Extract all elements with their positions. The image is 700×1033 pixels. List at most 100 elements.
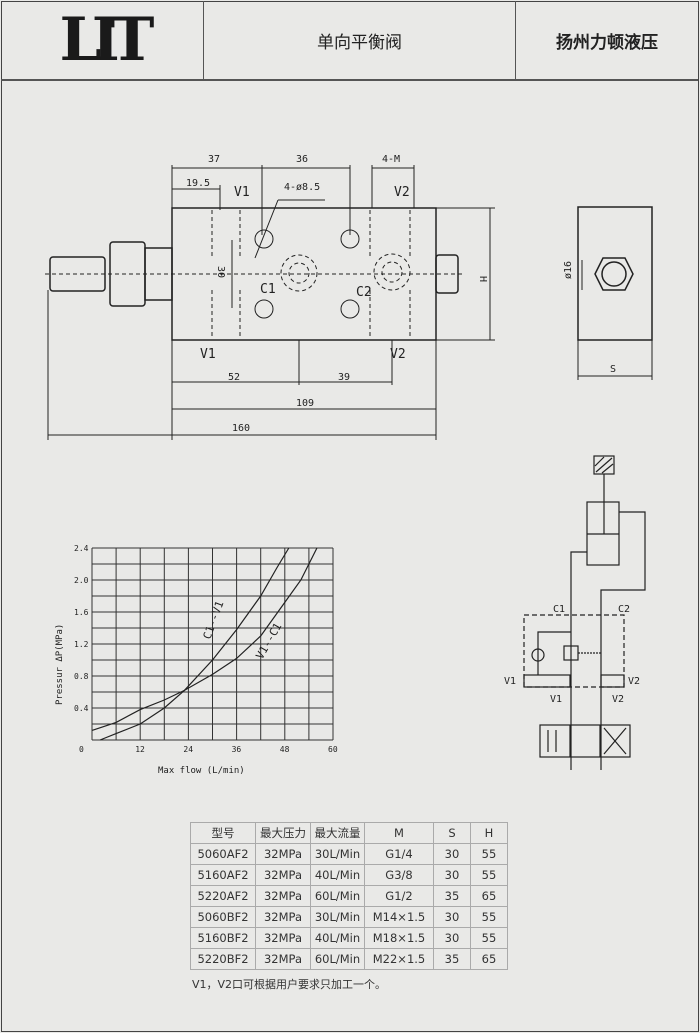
- table-cell: 32MPa: [255, 843, 311, 865]
- title-cell: 单向平衡阀: [204, 1, 516, 79]
- y-tick-label: 1.6: [74, 608, 89, 617]
- table-cell: 32MPa: [255, 885, 311, 907]
- table-cell: 30: [433, 906, 471, 928]
- table-cell: G3/8: [364, 864, 434, 886]
- table-cell: 55: [470, 864, 508, 886]
- y-tick-label: 2.0: [74, 576, 89, 585]
- table-cell: 5060BF2: [190, 906, 256, 928]
- table-cell: M18×1.5: [364, 927, 434, 949]
- table-cell: 60L/Min: [310, 948, 365, 970]
- dim-36: 36: [296, 154, 308, 165]
- schematic-v2-right: V2: [628, 676, 640, 687]
- dim-160: 160: [232, 423, 250, 434]
- dim-s: S: [610, 364, 616, 375]
- table-cell: 55: [470, 927, 508, 949]
- table-cell: 35: [433, 948, 471, 970]
- column-header: 最大压力: [255, 822, 311, 844]
- table-cell: 30L/Min: [310, 843, 365, 865]
- table-cell: 40L/Min: [310, 927, 365, 949]
- series-line-0: [99, 547, 290, 741]
- table-cell: 5060AF2: [190, 843, 256, 865]
- y-tick-label: 0.4: [74, 704, 89, 713]
- table-cell: 60L/Min: [310, 885, 365, 907]
- table-cell: 55: [470, 843, 508, 865]
- x-tick-label: 12: [135, 745, 145, 754]
- dim-h: H: [477, 276, 488, 282]
- table-cell: M22×1.5: [364, 948, 434, 970]
- table-cell: 65: [470, 948, 508, 970]
- port-v2-bottom: V2: [390, 347, 406, 362]
- column-header: 型号: [190, 822, 256, 844]
- logo-cell: LIT: [1, 1, 204, 79]
- y-tick-label: 1.2: [74, 640, 89, 649]
- dim-109: 109: [296, 398, 314, 409]
- hydraulic-schematic: C1 C2 V1 V2 V1 V2: [504, 455, 646, 770]
- series-label-v1-c1: V1--C1: [253, 621, 284, 662]
- dim-holes: 4-ø8.5: [284, 182, 320, 193]
- table-note: V1，V2口可根据用户要求只加工一个。: [192, 978, 387, 991]
- dim-phi16: ø16: [563, 261, 574, 279]
- port-v2-top: V2: [394, 185, 410, 200]
- table-cell: 40L/Min: [310, 864, 365, 886]
- schematic-v1-bottom: V1: [550, 694, 562, 705]
- table-cell: 5220BF2: [190, 948, 256, 970]
- port-c1: C1: [260, 282, 276, 297]
- series-label-c1-v1: C1--V1: [201, 599, 227, 641]
- table-cell: 32MPa: [255, 864, 311, 886]
- table-cell: 55: [470, 906, 508, 928]
- table-cell: G1/4: [364, 843, 434, 865]
- column-header: M: [364, 822, 434, 844]
- series-line-1: [91, 547, 318, 731]
- table-cell: 30: [433, 864, 471, 886]
- table-cell: 30: [433, 927, 471, 949]
- dim-19-5: 19.5: [186, 178, 210, 189]
- dim-39: 39: [338, 372, 350, 383]
- y-tick-label: 2.4: [74, 544, 89, 553]
- schematic-v2-bottom: V2: [612, 694, 624, 705]
- table-cell: 30L/Min: [310, 906, 365, 928]
- dim-30: 30: [215, 266, 226, 278]
- schematic-c1: C1: [553, 604, 565, 615]
- table-cell: 5160BF2: [190, 927, 256, 949]
- column-header: 最大流量: [310, 822, 365, 844]
- port-v1-bottom: V1: [200, 347, 216, 362]
- column-header: H: [470, 822, 508, 844]
- port-v1-top: V1: [234, 185, 250, 200]
- x-tick-label: 60: [328, 745, 338, 754]
- company-name: 扬州力顿液压: [556, 32, 658, 53]
- dim-4m: 4-M: [382, 154, 400, 165]
- valve-drawing: 37 36 4-M 19.5 4-ø8.5 30 52 39 109 160 H…: [45, 154, 653, 440]
- y-tick-label: 0.8: [74, 672, 89, 681]
- table-cell: 5220AF2: [190, 885, 256, 907]
- table-cell: 32MPa: [255, 927, 311, 949]
- table-cell: 30: [433, 843, 471, 865]
- table-cell: 5160AF2: [190, 864, 256, 886]
- table-cell: 32MPa: [255, 948, 311, 970]
- table-cell: G1/2: [364, 885, 434, 907]
- table-cell: 65: [470, 885, 508, 907]
- schematic-v1-left: V1: [504, 676, 516, 687]
- y-axis-label: Pressur ΔP(MPa): [55, 624, 65, 705]
- dim-52: 52: [228, 372, 240, 383]
- table-cell: M14×1.5: [364, 906, 434, 928]
- x-tick-label: 24: [183, 745, 193, 754]
- page-title: 单向平衡阀: [317, 32, 402, 53]
- table-cell: 32MPa: [255, 906, 311, 928]
- logo: LIT: [59, 5, 155, 75]
- x-tick-label: 48: [280, 745, 290, 754]
- table-cell: 35: [433, 885, 471, 907]
- x-axis-label: Max flow (L/min): [158, 766, 245, 776]
- schematic-c2: C2: [618, 604, 630, 615]
- column-header: S: [433, 822, 471, 844]
- port-c2: C2: [356, 285, 372, 300]
- header: LIT 单向平衡阀 扬州力顿液压: [1, 1, 698, 81]
- x-tick-label: 0: [79, 745, 84, 754]
